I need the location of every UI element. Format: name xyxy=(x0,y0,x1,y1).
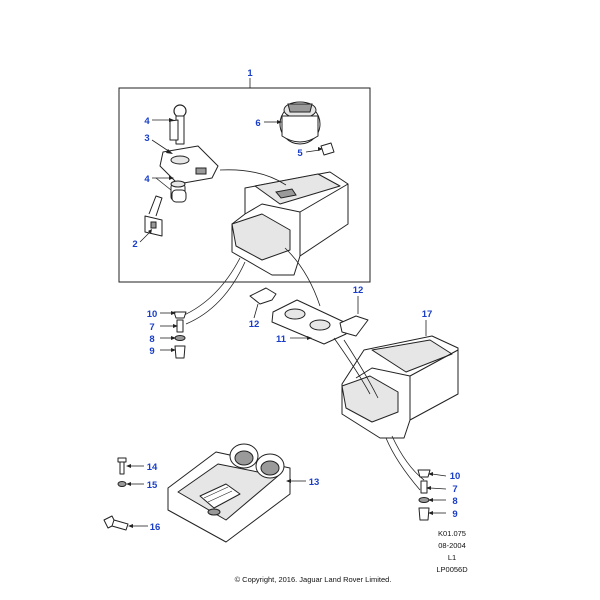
callout-11[interactable]: 11 xyxy=(276,334,287,345)
callout-4-key[interactable]: 4 xyxy=(144,116,150,127)
flow-line xyxy=(185,261,246,325)
cup-holder-tray-part xyxy=(167,443,291,543)
reference-date: 08-2004 xyxy=(438,541,466,550)
clip-part xyxy=(320,142,335,156)
flow-line xyxy=(343,339,379,399)
lock-cover-part xyxy=(159,145,287,186)
callout-9-right[interactable]: 9 xyxy=(452,509,457,520)
callout-12-right[interactable]: 12 xyxy=(353,285,364,296)
callout-15[interactable]: 15 xyxy=(147,480,158,491)
flow-line xyxy=(284,247,321,307)
console-assembly xyxy=(231,171,349,276)
screw-part xyxy=(117,457,127,475)
callout-16[interactable]: 16 xyxy=(150,522,161,533)
callout-12-left[interactable]: 12 xyxy=(249,319,260,330)
callout-3[interactable]: 3 xyxy=(144,133,149,144)
pad-part xyxy=(339,315,369,337)
console-assembly-alt xyxy=(341,335,459,439)
callout-4-lock[interactable]: 4 xyxy=(144,174,150,185)
fastener-stack-left xyxy=(173,311,187,359)
callout-10-left[interactable]: 10 xyxy=(147,309,158,320)
assembly-frame xyxy=(118,87,371,283)
flow-line xyxy=(333,337,371,395)
bolt-part xyxy=(103,515,129,531)
washer-part xyxy=(117,481,127,487)
flow-line xyxy=(181,257,241,317)
flow-line xyxy=(385,437,421,491)
callout-17[interactable]: 17 xyxy=(422,309,433,320)
cup-holder-insert-part xyxy=(271,299,347,345)
callout-10-right[interactable]: 10 xyxy=(450,471,461,482)
callout-7-right[interactable]: 7 xyxy=(452,484,457,495)
reference-code: K01.075 xyxy=(438,529,466,538)
callout-8-left[interactable]: 8 xyxy=(149,334,154,345)
callout-2[interactable]: 2 xyxy=(132,239,137,250)
reference-level: L1 xyxy=(448,553,456,562)
leader-lines xyxy=(126,118,447,528)
callout-7-left[interactable]: 7 xyxy=(149,322,154,333)
pad-part xyxy=(249,287,277,305)
cup-insert-part xyxy=(279,101,321,145)
callout-13[interactable]: 13 xyxy=(309,477,320,488)
callout-14[interactable]: 14 xyxy=(147,462,158,473)
callout-6[interactable]: 6 xyxy=(255,118,260,129)
callout-1[interactable]: 1 xyxy=(247,68,253,79)
key-icon xyxy=(169,104,187,145)
copyright-notice: © Copyright, 2016. Jaguar Land Rover Lim… xyxy=(235,575,392,584)
fastener-stack-right xyxy=(417,469,431,521)
callout-8-right[interactable]: 8 xyxy=(452,496,457,507)
reference-image-id: LP0056D xyxy=(436,565,468,574)
retainer-clip-part xyxy=(144,195,163,237)
callout-9-left[interactable]: 9 xyxy=(149,346,154,357)
lock-barrel-part xyxy=(170,180,187,203)
callout-5[interactable]: 5 xyxy=(297,148,303,159)
